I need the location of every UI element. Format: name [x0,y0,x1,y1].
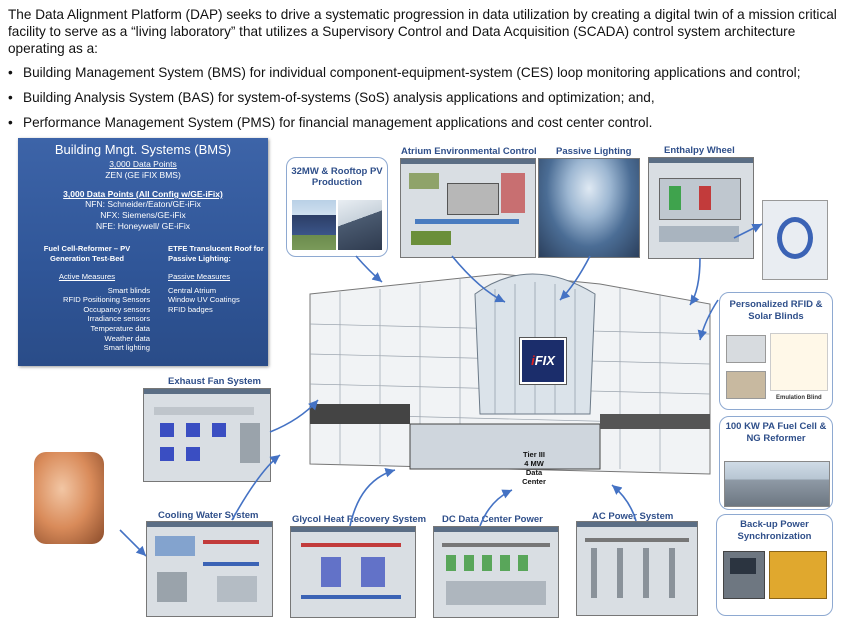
bullet-text: Building Analysis System (BAS) for syste… [23,90,655,105]
fuel-cell-panel: 100 KW PA Fuel Cell & NG Reformer [719,416,833,510]
tier-label: Tier III 4 MW Data Center [514,450,554,486]
exhaust-screen [143,388,271,482]
solar-farm-photo [292,200,336,250]
bms-active-column: Fuel Cell-Reformer – PV Generation Test-… [24,244,150,353]
active-measures-title: Active Measures [58,272,116,281]
bms-title: Building Mngt. Systems (BMS) [54,142,232,157]
bms-nfe: NFE: Honeywell/ GE-iFix [96,221,190,231]
tier-line: Data [525,468,543,477]
bms-passive-column: ETFE Translucent Roof for Passive Lighti… [168,244,268,314]
active-item: Smart lighting [103,343,150,353]
tier-line: 4 MW [524,459,544,468]
bms-columns: Fuel Cell-Reformer – PV Generation Test-… [18,244,268,364]
emulation-blind-caption: Emulation Blind [776,395,822,401]
exhaust-title: Exhaust Fan System [168,376,261,387]
enthalpy-title: Enthalpy Wheel [664,145,735,156]
passive-item: RFID badges [168,304,213,314]
passive-item: Window UV Coatings [168,295,240,305]
bullet-pms: •Performance Management System (PMS) for… [8,115,653,130]
bms-box: Building Mngt. Systems (BMS) 3,000 Data … [18,138,268,366]
glycol-title: Glycol Heat Recovery System [292,514,427,525]
bms-points: 3,000 Data Points [109,159,177,169]
tier-line: Tier III [523,450,545,459]
ac-screen [576,521,698,616]
building-illustration [309,273,711,475]
bullet-text: Building Management System (BMS) for ind… [23,65,801,80]
pv-title: 32MW & Rooftop PV Production [291,166,383,188]
bullet-text: Performance Management System (PMS) for … [23,115,653,130]
fuel-cell-title: 100 KW PA Fuel Cell & NG Reformer [725,421,827,444]
atrium-screen [400,158,536,258]
enthalpy-screen [648,157,754,259]
active-item: RFID Positioning Sensors [63,295,150,305]
cooling-tower-image [34,452,104,544]
active-item: Irradiance sensors [87,314,150,324]
generator-photo [769,551,827,599]
active-item: Weather data [104,333,150,343]
cooling-screen [146,521,273,617]
atrium-roof-photo [538,158,640,258]
tier-line: Center [522,477,546,486]
fuel-cell-photo [724,461,830,507]
rooftop-pv-photo [338,200,382,250]
bms-points-config: 3,000 Data Points (All Config w/GE-iFix) [63,189,223,199]
bms-nfx: NFX: Siemens/GE-iFix [100,210,186,220]
passive-item: Central Atrium [168,285,217,295]
backup-power-title: Back-up Power Synchronization [737,519,812,542]
pv-panel: 32MW & Rooftop PV Production [286,157,388,257]
bullet-bas: •Building Analysis System (BAS) for syst… [8,90,655,105]
ifix-logo: iFIX [519,337,567,385]
backup-power-panel: Back-up Power Synchronization [716,514,833,616]
passive-lighting-title: Passive Lighting [556,146,632,157]
active-item: Temperature data [90,323,150,333]
bullet-bms: •Building Management System (BMS) for in… [8,65,801,80]
etfe-heading: ETFE Translucent Roof for Passive Lighti… [168,244,264,263]
bms-zen: ZEN (GE iFIX BMS) [105,170,181,180]
enthalpy-wheel-image [762,200,828,280]
active-item: Smart blinds [107,285,150,295]
glycol-screen [290,526,416,618]
dc-title: DC Data Center Power [442,514,543,525]
rfid-title: Personalized RFID & Solar Blinds [729,299,823,322]
ifix-logo-i: i [531,353,535,368]
control-panel-photo [723,551,765,599]
ifix-logo-text: FIX [534,353,555,368]
rfid-panel: Personalized RFID & Solar Blinds Emulati… [719,292,833,410]
intro-paragraph: The Data Alignment Platform (DAP) seeks … [8,7,837,56]
passive-measures-title: Passive Measures [168,272,231,281]
cooling-title: Cooling Water System [158,510,259,521]
fuel-cell-heading: Fuel Cell-Reformer – PV Generation Test-… [43,244,131,263]
atrium-title: Atrium Environmental Control [401,146,537,157]
active-item: Occupancy sensors [83,304,150,314]
bullet-list: •Building Management System (BMS) for in… [8,64,853,139]
dc-screen [433,526,559,618]
bms-nfn: NFN: Schneider/Eaton/GE-iFix [85,199,201,209]
